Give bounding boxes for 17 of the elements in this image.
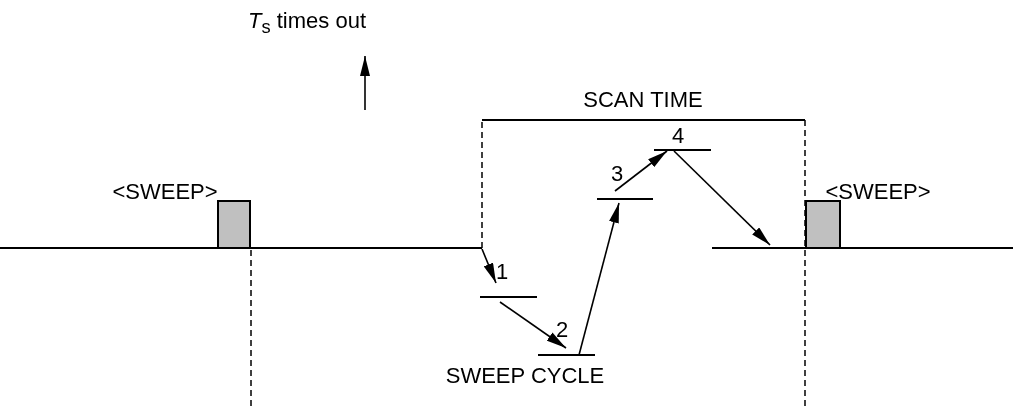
arrow [578, 202, 620, 356]
step-number: 1 [496, 261, 509, 283]
baseline [712, 247, 1013, 249]
arrow [673, 150, 771, 246]
baseline [0, 247, 482, 249]
arrow [499, 301, 567, 349]
step-number: 3 [611, 163, 624, 185]
step-number: 4 [672, 125, 685, 147]
arrow [614, 150, 668, 192]
event-label: T$_{s}$ times out [248, 10, 366, 37]
step-number: 2 [556, 319, 569, 341]
pulse-label: <SWEEP> [824, 181, 932, 203]
timing-label: SCAN TIME [582, 89, 704, 111]
arrow [481, 248, 497, 284]
arrow [360, 55, 370, 111]
pulse-label: <SWEEP> [111, 181, 219, 203]
timing-label: SWEEP CYCLE [444, 365, 606, 387]
